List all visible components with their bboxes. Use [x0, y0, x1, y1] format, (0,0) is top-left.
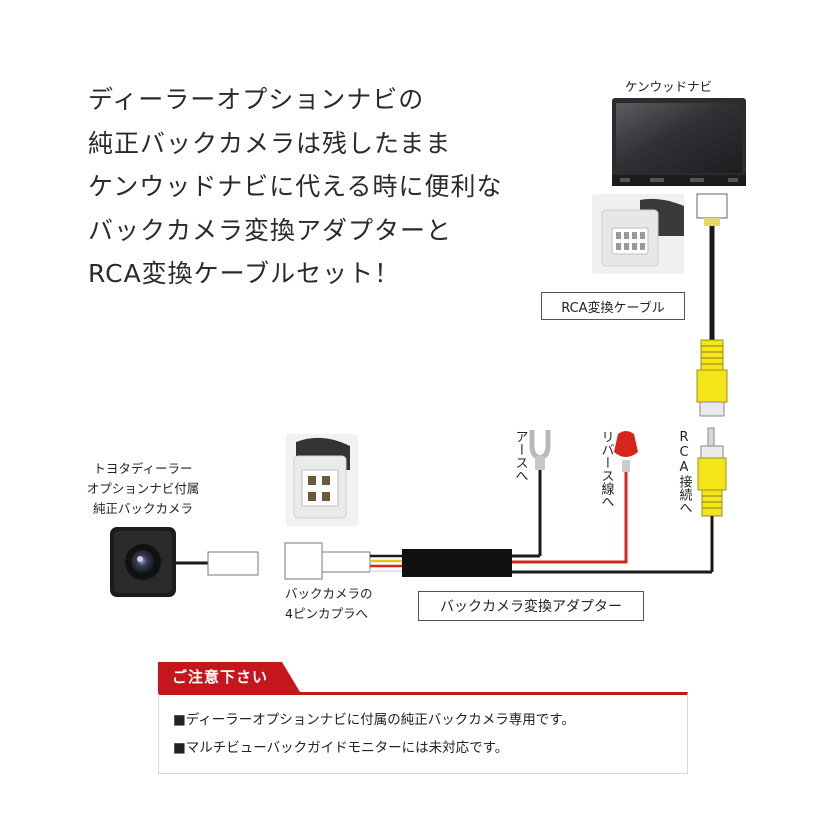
camera-image	[110, 527, 176, 597]
coupler-image	[286, 434, 358, 526]
earth-label: アースへ	[512, 430, 528, 482]
notice-item-2: ■マルチビューバックガイドモニターには未対応です。	[173, 740, 509, 756]
rca-cable-top	[696, 193, 728, 417]
camera-label-line-2: オプションナビ付属	[86, 481, 200, 496]
adapter-body	[402, 549, 512, 577]
headline-line-1: ディーラーオプションナビの	[88, 85, 425, 114]
camera-label: トヨタディーラー オプションナビ付属 純正バックカメラ	[78, 459, 208, 519]
notice-box: ご注意下さい ■ディーラーオプションナビに付属の純正バックカメラ専用です。 ■マ…	[158, 662, 688, 774]
notice-title: ご注意下さい	[172, 668, 269, 686]
camera-label-line-3: 純正バックカメラ	[92, 501, 193, 516]
notice-tab	[158, 662, 300, 692]
four-wire-bundle	[370, 554, 402, 573]
rca-cable-label: RCA変換ケーブル	[541, 292, 685, 320]
camera-label-line-1: トヨタディーラー	[93, 461, 193, 476]
headline: ディーラーオプションナビの 純正バックカメラは残したまま ケンウッドナビに代える…	[88, 78, 558, 296]
navi-label: ケンウッドナビ	[625, 79, 713, 94]
reverse-label: リバース線へ	[598, 430, 614, 508]
navi-unit-image	[612, 98, 746, 186]
coupler-label-line-2: 4ピンカプラへ	[285, 606, 368, 621]
adapter-connector-plug	[321, 551, 371, 573]
headline-line-4: バックカメラ変換アダプターと	[88, 215, 453, 245]
notice-item-1: ■ディーラーオプションナビに付属の純正バックカメラ専用です。	[173, 712, 575, 728]
adapter-label: バックカメラ変換アダプター	[418, 591, 644, 621]
headline-line-2: 純正バックカメラは残したまま	[88, 128, 452, 158]
camera-connector	[207, 551, 259, 576]
coupler-label: バックカメラの 4ピンカプラへ	[285, 584, 373, 624]
coupler-label-line-1: バックカメラの	[285, 586, 373, 601]
adapter-connector-left	[284, 542, 323, 580]
rca-connect-label: RCA接続へ	[676, 430, 692, 514]
rca-connector-bottom	[697, 427, 727, 572]
headline-line-5: RCA変換ケーブルセット！	[88, 259, 401, 288]
headline-line-3: ケンウッドナビに代える時に便利な	[88, 172, 503, 201]
harness-connector-image	[592, 194, 684, 274]
reverse-terminal	[512, 431, 638, 564]
earth-terminal	[529, 430, 551, 556]
notice-body: ■ディーラーオプションナビに付属の純正バックカメラ専用です。 ■マルチビューバッ…	[158, 692, 688, 774]
